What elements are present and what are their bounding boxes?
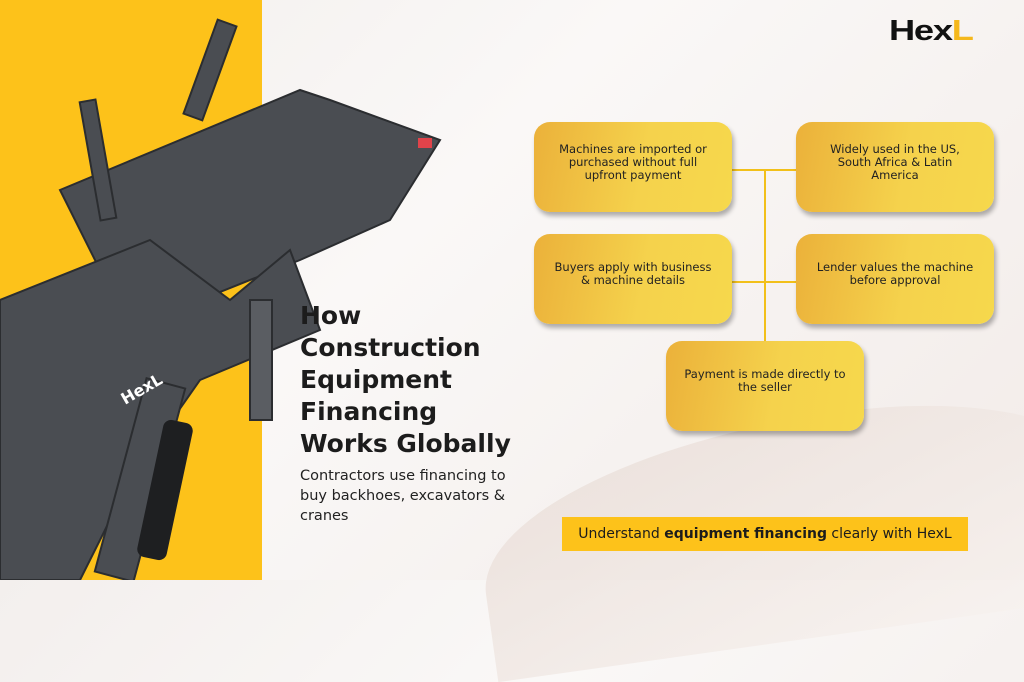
page-title: How Construction Equipment Financing Wor… (300, 301, 511, 458)
connector-middle (732, 281, 796, 283)
step-card-regions: Widely used in the US, South Africa & La… (796, 122, 994, 212)
loader-machine-image: HexL (0, 18, 442, 580)
step-card-imported: Machines are imported or purchased witho… (534, 122, 732, 212)
subtitle: Contractors use financing to buy backhoe… (300, 468, 506, 524)
connector-top (732, 169, 796, 171)
connector-vertical (764, 169, 766, 341)
step-card-valuation: Lender values the machine before approva… (796, 234, 994, 324)
step-card-payment: Payment is made directly to the seller (666, 341, 864, 431)
hexl-logo: HexL (889, 15, 974, 47)
step-card-apply: Buyers apply with business & machine det… (534, 234, 732, 324)
cta-banner: Understand equipment financing clearly w… (562, 517, 968, 551)
